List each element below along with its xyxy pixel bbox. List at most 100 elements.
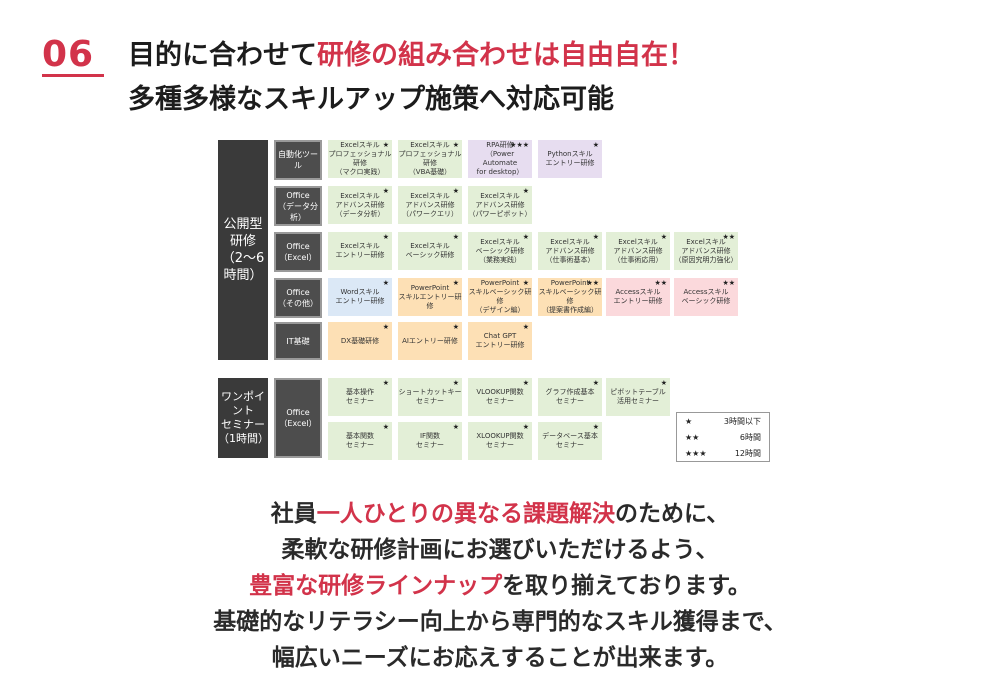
legend-text: 6時間 — [739, 432, 761, 442]
training-card: PowerPoint スキルベーシック研修 （提案書作成編）★★ — [538, 278, 602, 316]
training-card: DX基礎研修★ — [328, 322, 392, 360]
title-line-1: 目的に合わせて研修の組み合わせは自由自在！ — [128, 34, 695, 78]
star-rating: ★ — [522, 187, 529, 195]
legend-text: 3時間以下 — [723, 416, 761, 426]
title-line-1-part-a: 目的に合わせて — [128, 40, 317, 71]
training-card-label: XLOOKUP関数 セミナー — [476, 432, 524, 449]
training-card: Excelスキル プロフェッショナル研修 （VBA基礎）★ — [398, 140, 462, 178]
training-card-label: グラフ作成基本 セミナー — [545, 388, 595, 405]
training-card-label: PowerPoint スキルベーシック研修 （提案書作成編） — [538, 279, 602, 314]
star-rating: ★ — [382, 323, 389, 331]
training-card-label: データベース基本 セミナー — [542, 432, 598, 449]
group-onepoint-seminar: ワンポイント セミナー （1時間） — [218, 378, 269, 458]
legend-stars: ★★ — [685, 432, 700, 442]
training-card-label: Excelスキル アドバンス研修 （データ分析） — [335, 191, 385, 218]
training-card: Accessスキル ベーシック研修★★ — [674, 278, 738, 316]
star-rating: ★ — [452, 279, 459, 287]
training-card-label: Excelスキル アドバンス研修 （仕事術基本） — [545, 237, 595, 264]
training-card: グラフ作成基本 セミナー★ — [538, 378, 602, 416]
training-card-label: AIエントリー研修 — [402, 336, 458, 345]
training-card: ショートカットキー セミナー★ — [398, 378, 462, 416]
star-rating: ★ — [382, 141, 389, 149]
training-card-label: 基本関数 セミナー — [346, 432, 374, 449]
training-card-label: Excelスキル エントリー研修 — [335, 242, 385, 259]
section-number-underline — [42, 74, 104, 77]
star-rating: ★ — [522, 379, 529, 387]
training-card: 基本操作 セミナー ★ — [328, 378, 392, 416]
training-card: Accessスキル エントリー研修★★ — [606, 278, 670, 316]
training-card: Excelスキル プロフェッショナル研修 （マクロ実践）★ — [328, 140, 392, 178]
text-segment: のために、 — [615, 501, 730, 527]
training-card: Excelスキル アドバンス研修 （パワークエリ）★ — [398, 186, 462, 224]
star-rating: ★ — [382, 279, 389, 287]
category-automation: 自動化ツール — [274, 140, 322, 180]
title-line-2: 多種多様なスキルアップ施策へ対応可能 — [128, 84, 614, 115]
highlight-text: 豊富な研修ラインナップ — [249, 573, 503, 599]
star-rating: ★ — [660, 379, 667, 387]
star-rating: ★ — [452, 379, 459, 387]
training-card: Excelスキル アドバンス研修 （仕事術基本）★ — [538, 232, 602, 270]
star-rating: ★ — [592, 141, 599, 149]
legend-text: 12時間 — [734, 448, 761, 458]
star-rating: ★ — [522, 279, 529, 287]
training-card: データベース基本 セミナー★ — [538, 422, 602, 460]
star-rating: ★ — [452, 141, 459, 149]
description-line-2: 柔軟な研修計画にお選びいただけるよう、 — [281, 537, 719, 563]
training-card-label: PowerPoint スキルエントリー研修 — [398, 283, 462, 310]
training-card-label: DX基礎研修 — [340, 336, 380, 345]
training-card: Chat GPT エントリー研修★ — [468, 322, 532, 360]
star-rating: ★ — [660, 233, 667, 241]
category-office-data: Office （データ分析） — [274, 186, 322, 226]
category-onepoint-excel: Office （Excel） — [274, 378, 322, 458]
training-card: PowerPoint スキルエントリー研修★ — [398, 278, 462, 316]
training-card: Wordスキル エントリー研修★ — [328, 278, 392, 316]
legend-row: ★★ 6時間 — [677, 429, 769, 445]
star-rating: ★ — [522, 233, 529, 241]
training-card: 基本関数 セミナー ★ — [328, 422, 392, 460]
training-card: IF関数 セミナー ★ — [398, 422, 462, 460]
star-rating: ★ — [592, 423, 599, 431]
training-card-label: Excelスキル アドバンス研修 （仕事術応用） — [613, 237, 663, 264]
star-rating: ★ — [382, 423, 389, 431]
training-card-label: IF関数 セミナー — [416, 432, 444, 449]
star-rating: ★ — [382, 187, 389, 195]
description: 社員一人ひとりの異なる課題解決のために、 柔軟な研修計画にお選びいただけるよう、… — [100, 496, 900, 676]
star-rating: ★ — [522, 323, 529, 331]
description-line-3: 豊富な研修ラインナップを取り揃えております。 — [100, 568, 900, 604]
training-card: ピボットテーブル 活用セミナー★ — [606, 378, 670, 416]
text-segment: を取り揃えております。 — [502, 573, 751, 599]
category-office-excel: Office （Excel） — [274, 232, 322, 272]
page-title: 目的に合わせて研修の組み合わせは自由自在！ 多種多様なスキルアップ施策へ対応可能 — [128, 34, 695, 122]
legend: ★ 3時間以下 ★★ 6時間 ★★★12時間 — [676, 412, 770, 462]
description-line-1: 社員一人ひとりの異なる課題解決のために、 — [100, 496, 900, 532]
star-rating: ★★ — [722, 279, 735, 287]
training-card: Excelスキル アドバンス研修 （データ分析）★ — [328, 186, 392, 224]
description-line-4: 基礎的なリテラシー向上から専門的なスキル獲得まで、 — [213, 609, 787, 635]
description-line-5: 幅広いニーズにお応えすることが出来ます。 — [271, 645, 729, 671]
training-card: Excelスキル アドバンス研修 （パワーピボット）★ — [468, 186, 532, 224]
training-card: AIエントリー研修 ★ — [398, 322, 462, 360]
training-card-label: Wordスキル エントリー研修 — [335, 288, 385, 305]
training-card: Excelスキル ベーシック研修★ — [398, 232, 462, 270]
training-card-label: Excelスキル アドバンス研修 （原因究明力強化） — [674, 237, 738, 264]
training-card-label: 基本操作 セミナー — [346, 388, 374, 405]
training-card: XLOOKUP関数 セミナー★ — [468, 422, 532, 460]
training-card-label: Excelスキル アドバンス研修 （パワーピボット） — [468, 191, 532, 218]
star-rating: ★ — [452, 323, 459, 331]
legend-row: ★★★12時間 — [677, 445, 769, 461]
star-rating: ★ — [382, 379, 389, 387]
category-office-other: Office （その他） — [274, 278, 322, 318]
training-card-label: Excelスキル プロフェッショナル研修 （VBA基礎） — [398, 141, 462, 176]
training-card-label: Accessスキル ベーシック研修 — [681, 288, 731, 305]
category-it-basic: IT基礎 — [274, 322, 322, 360]
training-card: Pythonスキル エントリー研修★ — [538, 140, 602, 178]
highlight-text: 一人ひとりの異なる課題解決 — [316, 501, 615, 527]
training-card-label: Chat GPT エントリー研修 — [475, 332, 525, 349]
star-rating: ★ — [452, 423, 459, 431]
star-rating: ★ — [592, 379, 599, 387]
training-card-label: PowerPoint スキルベーシック研修 （デザイン編） — [468, 279, 532, 314]
group-public-training: 公開型 研修 （2～6時間） — [218, 140, 268, 360]
legend-stars: ★ — [685, 416, 693, 426]
training-card: Excelスキル アドバンス研修 （仕事術応用）★ — [606, 232, 670, 270]
star-rating: ★★ — [654, 279, 667, 287]
